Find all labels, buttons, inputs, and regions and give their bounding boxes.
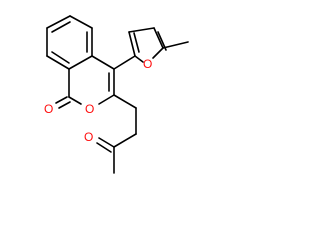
carbonyl-bond <box>58 101 71 109</box>
bond <box>128 27 155 33</box>
bond <box>128 31 136 57</box>
pyranone-ring <box>55 55 115 109</box>
double-bond-inner <box>51 21 71 33</box>
bond <box>113 133 137 148</box>
double-bond-inner <box>133 32 140 53</box>
bond <box>46 15 71 29</box>
furan-ring <box>113 27 189 70</box>
chemical-structure-diagram: O O O O <box>44 15 189 174</box>
atom-furan-oxygen: O <box>143 57 152 71</box>
bond <box>46 55 70 70</box>
oxobutyl-chain <box>96 94 137 174</box>
ketone-bond <box>98 137 115 148</box>
bond <box>152 47 164 59</box>
double-bond-inner <box>51 51 70 64</box>
methyl-bond <box>162 41 189 49</box>
bond <box>153 27 164 49</box>
ketone-bond <box>96 142 112 153</box>
bond <box>91 55 115 70</box>
bond <box>134 55 144 63</box>
bond <box>68 55 93 70</box>
atom-ketone-oxygen: O <box>84 130 93 144</box>
bond <box>68 96 82 105</box>
atom-carbonyl-oxygen: O <box>44 102 53 116</box>
atom-lactone-oxygen: O <box>85 102 94 116</box>
bond <box>98 94 115 105</box>
bond <box>113 55 136 70</box>
carbonyl-bond <box>55 96 68 104</box>
atom-labels: O O O O <box>44 57 152 144</box>
benzene-ring <box>46 15 93 70</box>
bond <box>113 94 137 109</box>
bond <box>69 15 93 29</box>
